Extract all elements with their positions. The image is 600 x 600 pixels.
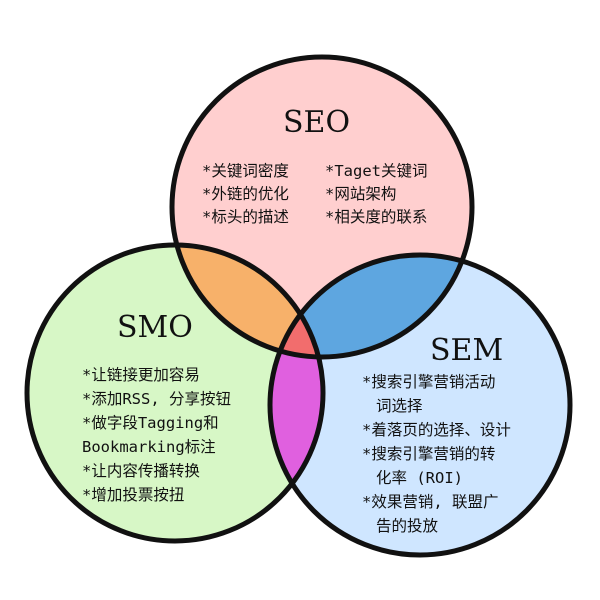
sem-item: *搜索引擎营销活动 bbox=[362, 373, 495, 391]
sem-title: SEM bbox=[430, 333, 503, 368]
seo-smo-overlap bbox=[172, 245, 323, 357]
seo-circle-outline bbox=[169, 54, 475, 360]
smo-item: *做字段Tagging和 bbox=[82, 414, 219, 432]
seo-item: *标头的描述 bbox=[202, 208, 289, 226]
smo-item: *让链接更加容易 bbox=[82, 366, 200, 384]
sem-item: *搜索引擎营销的转 bbox=[362, 445, 495, 463]
seo-item: *相关度的联系 bbox=[325, 208, 427, 226]
sem-item: 化率 (ROI) bbox=[376, 469, 463, 487]
sem-circle-outline bbox=[267, 252, 573, 558]
smo-item: *增加投票按扭 bbox=[82, 486, 184, 504]
smo-item: *让内容传播转换 bbox=[82, 462, 200, 480]
smo-title: SMO bbox=[117, 310, 193, 345]
smo-item: *添加RSS, 分享按钮 bbox=[82, 390, 231, 408]
seo-title: SEO bbox=[283, 105, 350, 140]
sem-item: 词选择 bbox=[376, 397, 423, 415]
seo-item: *网站架构 bbox=[325, 185, 396, 203]
seo-sem-overlap bbox=[270, 255, 472, 357]
smo-item: Bookmarking标注 bbox=[82, 438, 216, 456]
sem-item: *效果营销, 联盟广 bbox=[362, 493, 499, 511]
sem-item: 告的投放 bbox=[376, 517, 439, 535]
seo-item: *关键词密度 bbox=[202, 162, 289, 180]
seo-item: *外链的优化 bbox=[202, 185, 289, 203]
smo-circle-outline bbox=[24, 242, 326, 544]
sem-item: *着落页的选择、设计 bbox=[362, 421, 511, 439]
seo-item: *Taget关键词 bbox=[325, 162, 428, 180]
